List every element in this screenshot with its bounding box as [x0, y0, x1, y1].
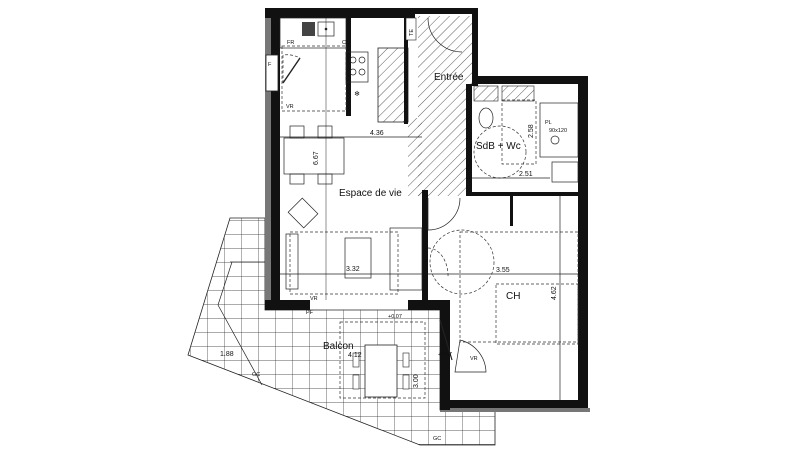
toilet-icon — [478, 107, 494, 129]
label-guardrail: GC — [252, 372, 260, 378]
label-window: F — [268, 62, 272, 68]
balcony-area — [187, 217, 496, 446]
label-meter: TE — [409, 29, 415, 36]
room-label-balcony: Balcon — [323, 341, 354, 352]
room-label-bedroom: CH — [506, 291, 520, 302]
label-window-pf: PF — [306, 310, 314, 316]
dim-bath-width: 2.51 — [519, 171, 533, 178]
room-label-entry: Entrée — [434, 72, 464, 83]
dim-balcony-depth: 3.00 — [413, 374, 420, 388]
level-marker: +0.07 — [388, 314, 402, 320]
label-shower: PL — [545, 120, 552, 126]
bedroom — [428, 196, 579, 400]
label-guardrail: GC — [433, 436, 441, 442]
snowflake-icon: ❄ — [354, 90, 360, 98]
dim-bedroom-width: 3.55 — [496, 267, 510, 274]
entry-hatch — [377, 16, 535, 196]
dim-balcony-left: 1.88 — [220, 351, 234, 358]
dim-living-width: 4.36 — [370, 130, 384, 137]
level-marker: +0.07 — [438, 352, 452, 358]
living-furniture — [280, 197, 423, 295]
label-fridge: FR — [287, 40, 294, 46]
label-shutter-bottom: VR — [310, 296, 318, 302]
balcony-table-zone — [339, 321, 426, 399]
bathroom: PL 90x120 — [472, 99, 579, 183]
kitchen: ❄ FR CU F VR TE — [268, 17, 417, 112]
room-label-living: Espace de vie — [339, 188, 402, 199]
room-label-bath: SdB + Wc — [476, 141, 521, 152]
walls — [265, 8, 590, 412]
cooktop-icon — [345, 51, 369, 83]
label-cooktop: CU — [342, 40, 350, 46]
label-shutter: VR — [286, 104, 294, 110]
balcony-table — [364, 344, 398, 398]
dim-bedroom-length: 4.62 — [551, 286, 558, 300]
dim-balcony-width: 4.12 — [348, 352, 362, 359]
dim-living-length: 6.67 — [313, 151, 320, 165]
dining-table — [280, 18, 422, 300]
dim-living-lower: 3.32 — [346, 266, 360, 273]
doors — [427, 197, 487, 373]
shower-icon — [539, 102, 579, 158]
sink-icon — [302, 22, 315, 36]
label-shutter-bedroom: VR — [470, 356, 478, 362]
dim-bath-height: 2.58 — [528, 124, 535, 138]
label-shower-size: 90x120 — [549, 128, 567, 134]
